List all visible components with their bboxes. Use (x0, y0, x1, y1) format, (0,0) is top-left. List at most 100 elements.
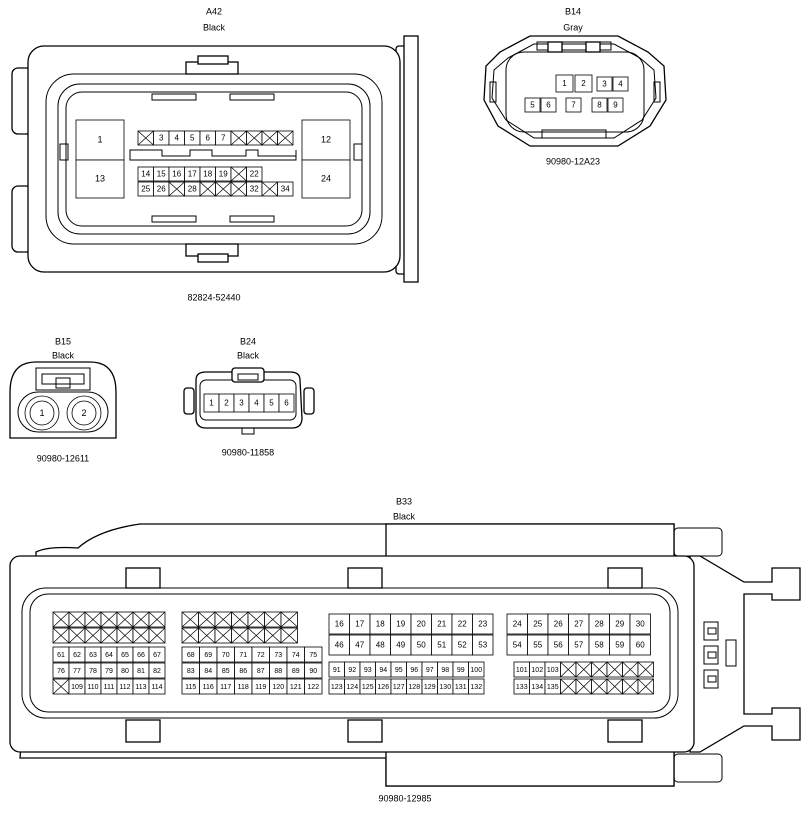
b33-b3-r2-pin-0: 91 (328, 661, 345, 678)
a42-r1-pin-3: 5 (184, 130, 201, 146)
b24-pin-3-label: 4 (254, 399, 259, 408)
b14-pin-1: 2 (574, 74, 593, 93)
b33-b4-r2-pin-1-label: 102 (531, 667, 543, 674)
b33-b2-r3-pin-6-label: 89 (292, 668, 300, 675)
b24-color: Black (237, 350, 260, 360)
a42-r3-pin-6-blank (230, 181, 247, 197)
b33-b1-r2-pin-6: 67 (148, 646, 166, 663)
b33-b2-r1-pin-5-blank (264, 627, 282, 644)
b33-b3-r0-pin-6-label: 22 (458, 620, 467, 629)
a42-r3-pin-3-label: 28 (188, 185, 197, 194)
b33-b2-r3-pin-6: 89 (286, 662, 305, 679)
b33-b2-r0-pin-2-blank (214, 611, 232, 628)
b33-b1-r3-pin-6: 82 (148, 662, 166, 679)
b33-b2-r2-pin-3: 71 (234, 646, 253, 663)
a42-r3-pin-1: 26 (153, 181, 170, 197)
a42-r2-pin-1: 15 (153, 166, 170, 182)
b33-b2-r1-pin-6-blank (280, 627, 298, 644)
a42-r3-pin-1-label: 26 (157, 185, 166, 194)
b33-b3-r1-pin-7-label: 53 (478, 641, 487, 650)
b33-b3-r3-pin-4-label: 127 (393, 684, 405, 691)
b33-b2-r4-pin-1: 116 (199, 678, 218, 695)
b33-b2-r4-pin-5: 120 (269, 678, 288, 695)
b33-b4-r0-pin-3-label: 27 (574, 620, 583, 629)
b33-b4-r2-pin-6-blank (606, 661, 623, 678)
b33-b2-r4-pin-1-label: 116 (203, 684, 214, 691)
b33-b4-r1-pin-0-label: 54 (513, 641, 522, 650)
b24-pin-1-label: 2 (224, 399, 229, 408)
b33-b4-r0-pin-0-label: 24 (513, 620, 522, 629)
b14-pin-0: 1 (555, 74, 574, 93)
b33-b4-r1-pin-1: 55 (527, 634, 549, 656)
b33-b1-r0-pin-0-blank (52, 611, 70, 628)
b33-b2-r3-pin-3: 86 (234, 662, 253, 679)
b33-b3-r1-pin-4-label: 50 (417, 641, 426, 650)
b33-b2-r3-pin-1: 84 (199, 662, 218, 679)
b33-b3-r0-pin-2: 18 (369, 613, 391, 635)
b33-b4-r3-pin-7-blank (622, 678, 639, 695)
b15-pin-1-label: 2 (81, 408, 86, 418)
b14-code: B14 (565, 6, 581, 16)
b33-b1-r4-pin-5-label: 113 (135, 684, 146, 691)
b33-b4-r3-pin-3-blank (560, 678, 577, 695)
a42-r1-pin-7-blank (246, 130, 263, 146)
b33-b4-r1-pin-0: 54 (506, 634, 528, 656)
b33-b3-r3-pin-8: 131 (452, 678, 469, 695)
b33-b4-r0-pin-6: 30 (629, 613, 651, 635)
b33-b4-r0-pin-4-label: 28 (595, 620, 604, 629)
a42-r2-pin-4-label: 18 (203, 170, 212, 179)
b33-b4-r2-pin-2: 103 (544, 661, 561, 678)
b24-pin-2: 3 (233, 393, 250, 413)
b33-b4-r1-pin-6-label: 60 (636, 641, 645, 650)
a42-r2-pin-5: 19 (215, 166, 232, 182)
b24-pin-3: 4 (248, 393, 265, 413)
a42-r1-pin-5: 7 (215, 130, 232, 146)
b33-b2-r2-pin-6: 74 (286, 646, 305, 663)
b14-pin-8-label: 9 (613, 101, 618, 110)
b33-b1-r1-pin-4-blank (116, 627, 134, 644)
b33-b2-r0-pin-5-blank (264, 611, 282, 628)
a42-r2-pin-4: 18 (199, 166, 216, 182)
b15-color: Black (52, 350, 75, 360)
b33-b3-r3-pin-1-label: 124 (346, 684, 358, 691)
b24-part-number: 90980-11858 (222, 447, 274, 457)
b33-b3-r1-pin-1-label: 47 (355, 641, 364, 650)
b33-b2-r2-pin-4-label: 72 (257, 652, 265, 659)
b33-b2-r4-pin-3-label: 118 (238, 684, 249, 691)
b33-b1-r3-pin-0: 76 (52, 662, 70, 679)
b33-b3-r1-pin-6-label: 52 (458, 641, 467, 650)
b33-b2-r2-pin-1-label: 69 (204, 652, 212, 659)
b33-b4-r3-pin-1-label: 134 (531, 684, 543, 691)
b33-b1-r2-pin-1: 62 (68, 646, 86, 663)
b33-b2-r3-pin-3-label: 86 (239, 668, 247, 675)
b33-b3-r3-pin-9: 132 (468, 678, 485, 695)
b33-b1-r4-pin-3-label: 111 (104, 684, 115, 691)
b33-b2-r2-pin-7-label: 75 (309, 652, 317, 659)
b33-b3-r1-pin-7: 53 (472, 634, 494, 656)
b33-b4-r0-pin-2-label: 26 (554, 620, 563, 629)
b33-b3-r0-pin-5-label: 21 (437, 620, 446, 629)
b33-b4-r1-pin-4-label: 58 (595, 641, 604, 650)
b14-pin-7: 8 (591, 97, 608, 113)
b33-b3-r3-pin-0: 123 (328, 678, 345, 695)
b33-b3-r3-pin-0-label: 123 (331, 684, 343, 691)
b33-b4-r1-pin-3: 57 (568, 634, 590, 656)
b33-b1-r1-pin-6-blank (148, 627, 166, 644)
b33-b2-r1-pin-0-blank (181, 627, 199, 644)
b33-b4-r3-pin-6-blank (606, 678, 623, 695)
b33-b1-r0-pin-3-blank (100, 611, 118, 628)
b33-b3-r3-pin-8-label: 131 (455, 684, 467, 691)
b24-pin-0-label: 1 (209, 399, 214, 408)
b33-b3-r3-pin-7-label: 130 (439, 684, 451, 691)
b33-b2-r4-pin-2: 117 (216, 678, 235, 695)
a42-r2-pin-1-label: 15 (157, 170, 166, 179)
b33-b2-r4-pin-4: 119 (251, 678, 270, 695)
b33-b2-r2-pin-4: 72 (251, 646, 270, 663)
b33-b1-r2-pin-1-label: 62 (73, 652, 81, 659)
b33-b3-r0-pin-4-label: 20 (417, 620, 426, 629)
b14-pin-1-label: 2 (581, 79, 586, 88)
b33-b2-r3-pin-2-label: 85 (222, 668, 230, 675)
a42-r1-pin-1: 3 (153, 130, 170, 146)
